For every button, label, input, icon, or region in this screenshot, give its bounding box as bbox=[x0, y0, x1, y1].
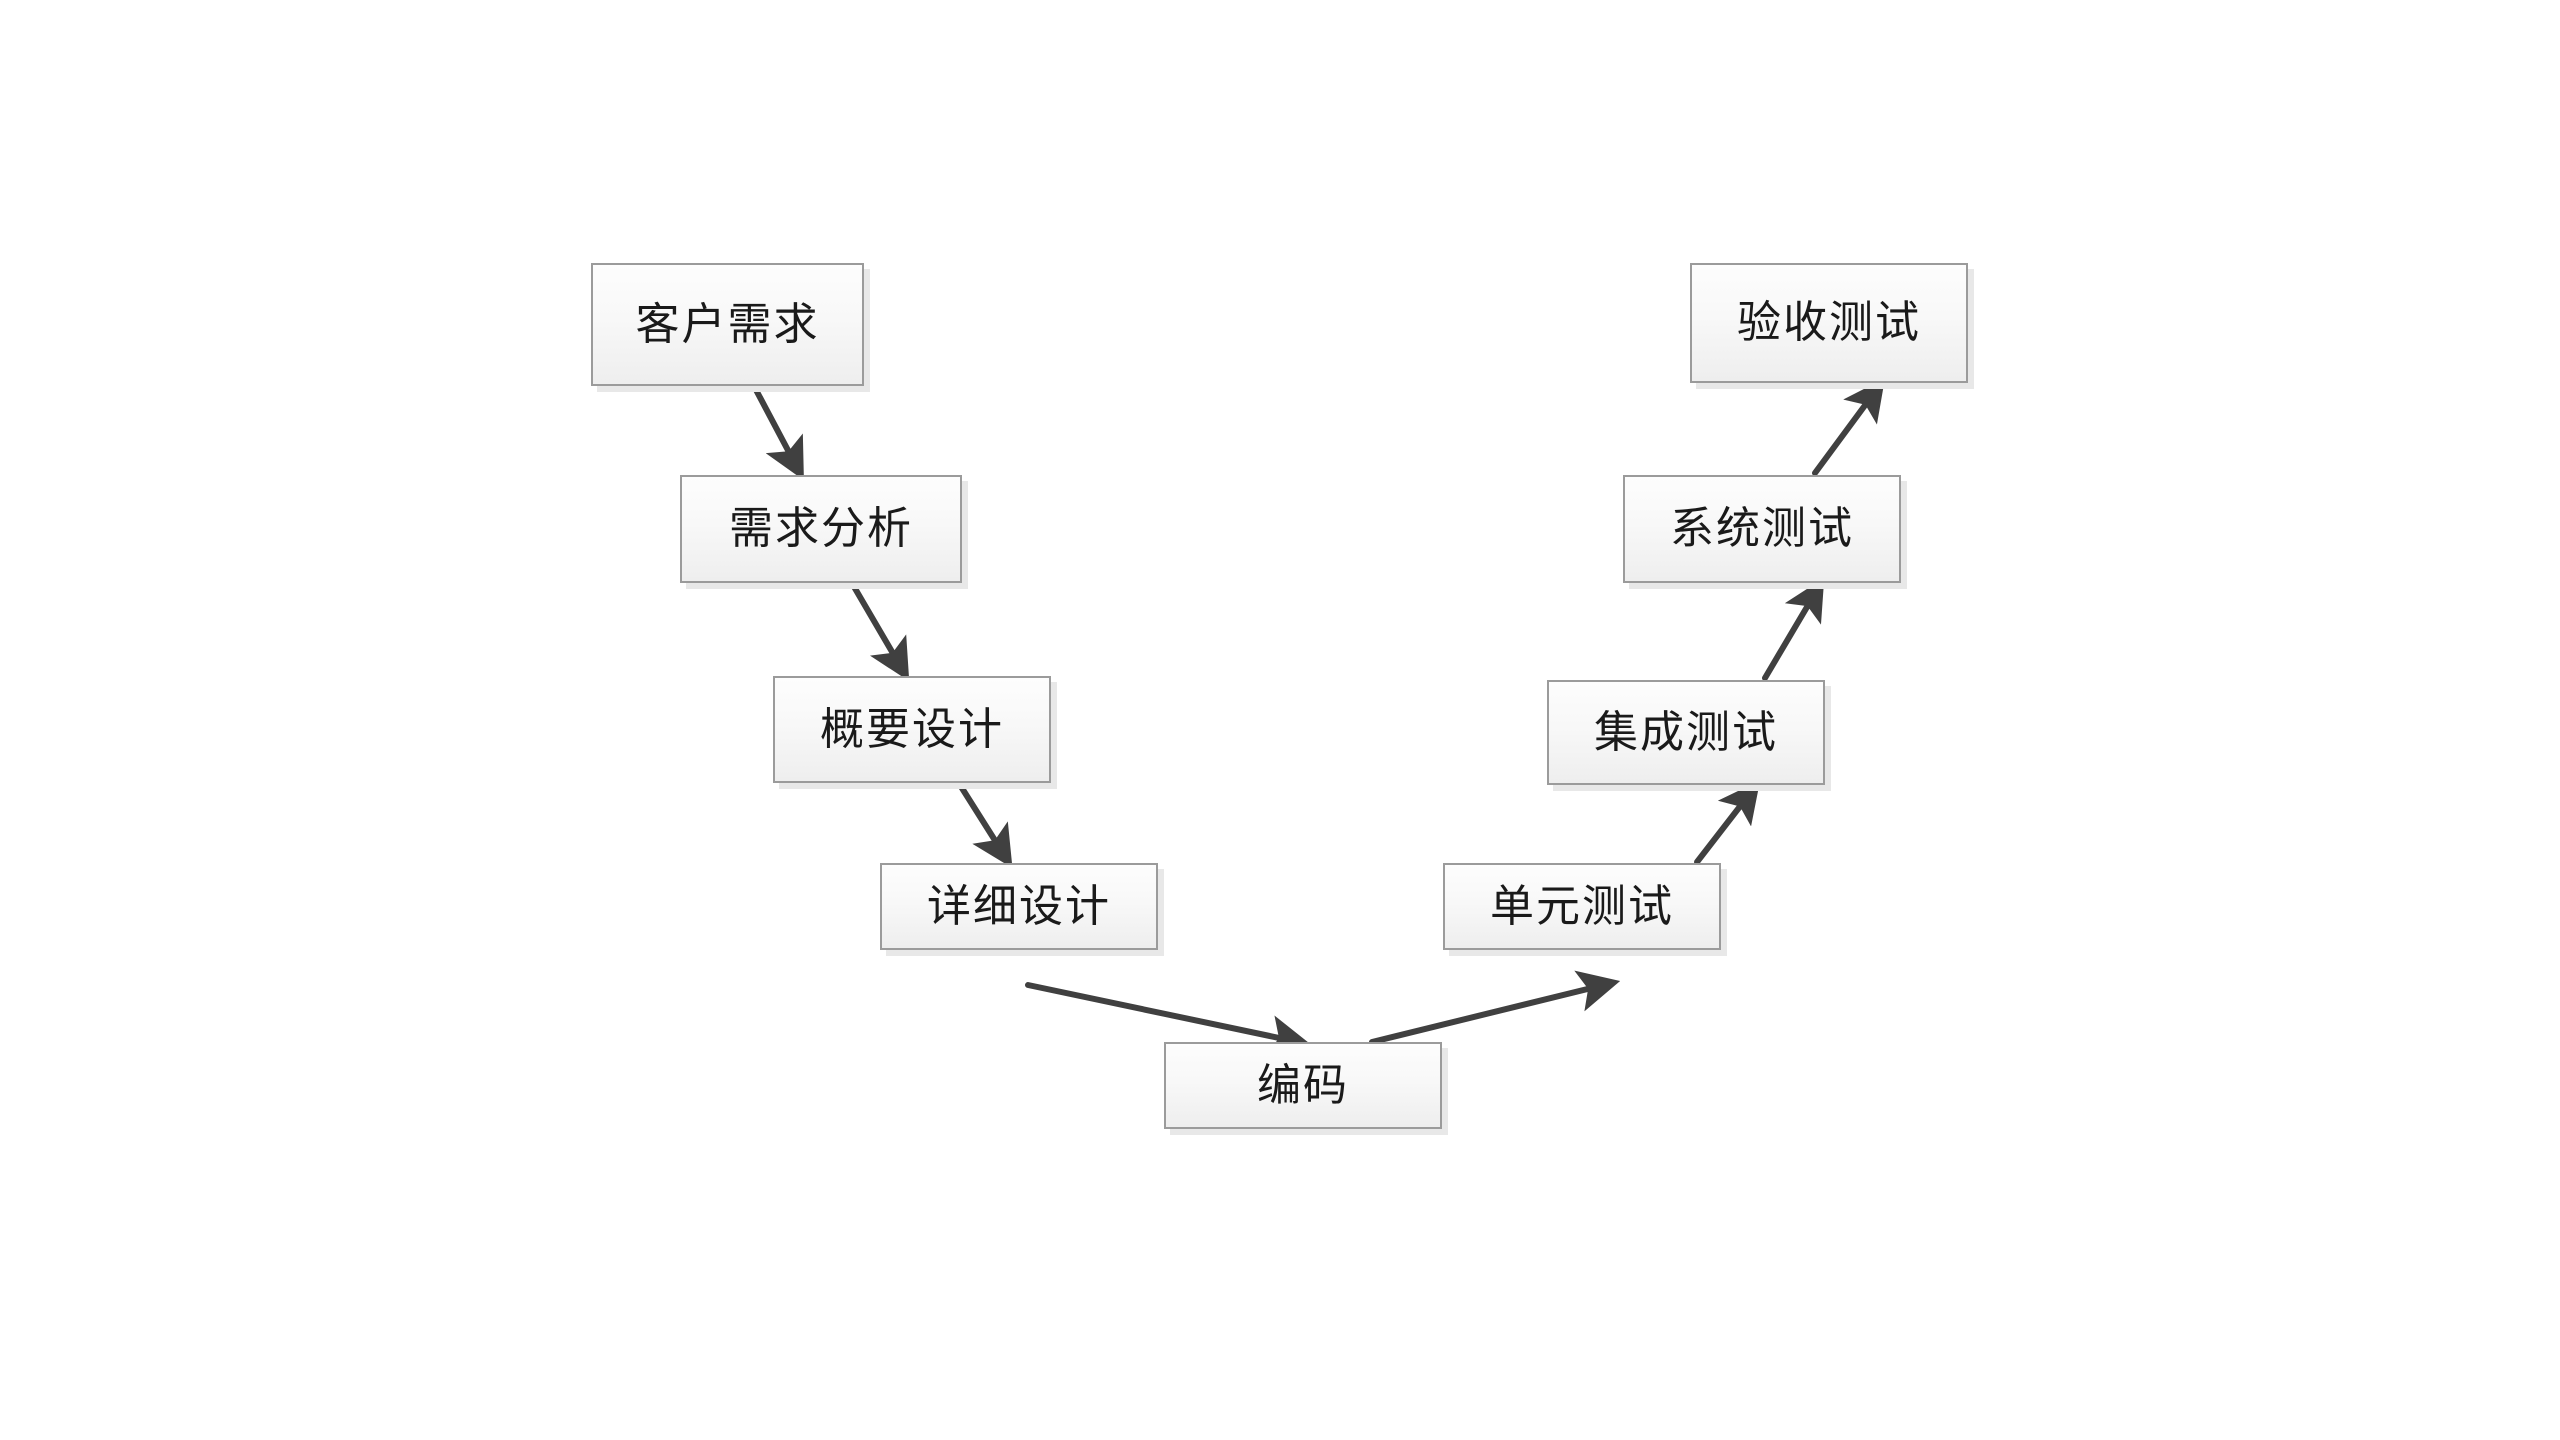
node-label-system-testing: 系统测试 bbox=[1670, 503, 1854, 554]
node-label-outline-design: 概要设计 bbox=[820, 703, 1004, 755]
node-coding[interactable]: 编码 bbox=[1164, 1042, 1442, 1129]
node-detailed-design[interactable]: 详细设计 bbox=[880, 863, 1158, 950]
edge-customer-to-analysis bbox=[752, 385, 804, 481]
edge-unit-to-integration bbox=[1694, 780, 1761, 865]
node-acceptance-testing[interactable]: 验收测试 bbox=[1690, 263, 1968, 383]
edge-coding-to-unit bbox=[1369, 970, 1621, 1045]
edge-system-to-acceptance bbox=[1812, 378, 1885, 476]
node-label-requirements-analysis: 需求分析 bbox=[729, 503, 913, 554]
edge-outline-to-detailed bbox=[957, 782, 1013, 869]
node-requirements-analysis[interactable]: 需求分析 bbox=[680, 475, 962, 583]
node-label-detailed-design: 详细设计 bbox=[927, 880, 1111, 932]
edge-integration-to-system bbox=[1762, 577, 1825, 681]
node-label-acceptance-testing: 验收测试 bbox=[1737, 297, 1921, 348]
edge-detailed-to-coding bbox=[1025, 982, 1312, 1057]
node-customer-requirements[interactable]: 客户需求 bbox=[591, 263, 864, 386]
node-integration-testing[interactable]: 集成测试 bbox=[1547, 680, 1825, 785]
edge-analysis-to-outline bbox=[850, 582, 910, 682]
node-outline-design[interactable]: 概要设计 bbox=[773, 676, 1051, 783]
node-system-testing[interactable]: 系统测试 bbox=[1623, 475, 1901, 583]
node-unit-testing[interactable]: 单元测试 bbox=[1443, 863, 1721, 950]
node-label-coding: 编码 bbox=[1257, 1059, 1349, 1111]
node-label-customer-requirements: 客户需求 bbox=[635, 298, 820, 350]
node-label-integration-testing: 集成测试 bbox=[1594, 706, 1778, 758]
node-label-unit-testing: 单元测试 bbox=[1490, 880, 1674, 932]
